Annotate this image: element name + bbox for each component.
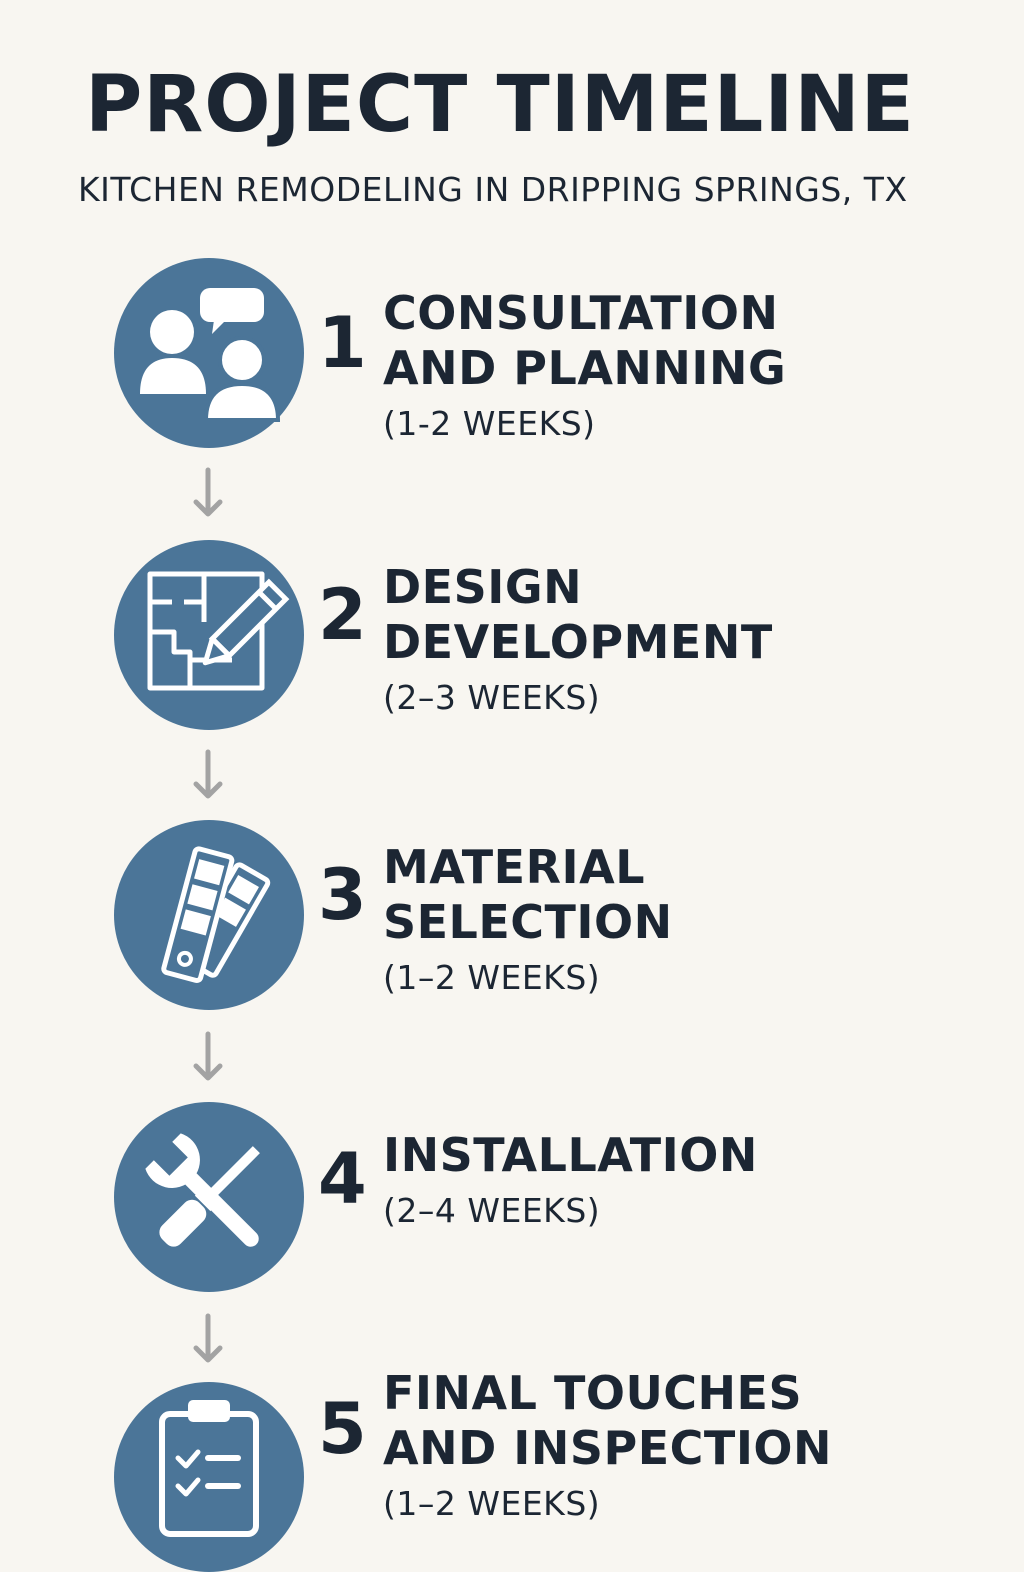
step-duration: (1-2 WEEKS) — [383, 404, 596, 443]
step-title-line-2: AND INSPECTION — [383, 1421, 833, 1475]
step-number: 5 — [318, 1388, 367, 1470]
step-duration: (1–2 WEEKS) — [383, 958, 601, 997]
step-title-line-1: CONSULTATION — [383, 286, 779, 340]
swatch-fan-icon — [161, 846, 271, 984]
step-duration: (1–2 WEEKS) — [383, 1484, 601, 1523]
consultation-people-icon — [140, 288, 281, 422]
step-title-line-1: DESIGN — [383, 560, 583, 614]
step-number: 1 — [318, 302, 367, 384]
step-3-circle — [114, 820, 304, 1010]
step-text: DESIGN DEVELOPMENT (2–3 WEEKS) — [383, 560, 1003, 726]
arrow-down-icon — [193, 467, 223, 517]
step-4-circle — [114, 1102, 304, 1292]
step-number: 4 — [318, 1138, 367, 1220]
step-title-line-1: MATERIAL — [383, 840, 646, 894]
step-title-line-2: DEVELOPMENT — [383, 615, 773, 669]
step-text: INSTALLATION (2–4 WEEKS) — [383, 1128, 1003, 1239]
step-1-circle — [114, 258, 304, 448]
step-title-line-2: SELECTION — [383, 895, 673, 949]
step-title-line-2: AND PLANNING — [383, 341, 787, 395]
step-2-circle — [114, 540, 304, 730]
step-number: 3 — [318, 854, 367, 936]
step-duration: (2–3 WEEKS) — [383, 678, 601, 717]
floor-plan-pencil-icon — [147, 571, 290, 691]
step-title-line-1: INSTALLATION — [383, 1128, 758, 1182]
step-text: MATERIAL SELECTION (1–2 WEEKS) — [383, 840, 1003, 1006]
page-subtitle: KITCHEN REMODELING IN DRIPPING SPRINGS, … — [78, 170, 908, 209]
step-duration: (2–4 WEEKS) — [383, 1191, 601, 1230]
arrow-down-icon — [193, 1313, 223, 1363]
step-title-line-1: FINAL TOUCHES — [383, 1366, 803, 1420]
step-5-circle — [114, 1382, 304, 1572]
step-number: 2 — [318, 574, 367, 656]
step-text: FINAL TOUCHES AND INSPECTION (1–2 WEEKS) — [383, 1366, 1003, 1532]
arrow-down-icon — [193, 749, 223, 799]
clipboard-checklist-icon — [159, 1400, 259, 1537]
wrench-screwdriver-icon — [145, 1133, 260, 1247]
page-title: PROJECT TIMELINE — [85, 60, 915, 150]
arrow-down-icon — [193, 1031, 223, 1081]
step-text: CONSULTATION AND PLANNING (1-2 WEEKS) — [383, 286, 1003, 452]
